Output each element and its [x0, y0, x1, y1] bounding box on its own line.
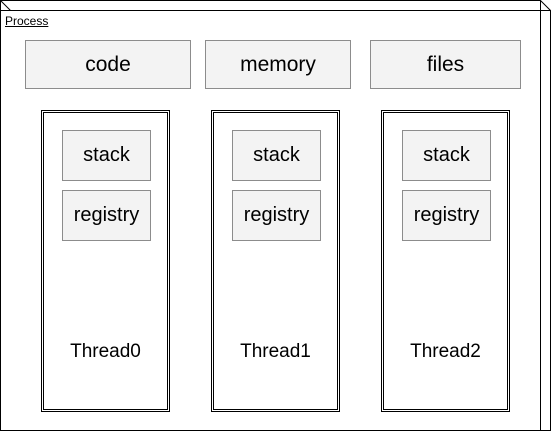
- process-label: Process: [5, 14, 49, 28]
- files-box-label: files: [426, 52, 465, 76]
- thread-2-label: Thread2: [410, 341, 481, 362]
- thread-2-registry: registry: [402, 190, 491, 241]
- thread-1-box: stack registry Thread1: [211, 110, 340, 412]
- code-box-label: code: [85, 52, 131, 76]
- thread-2-box: stack registry Thread2: [381, 110, 510, 412]
- thread-1-registry: registry: [232, 190, 321, 241]
- registry-label: registry: [413, 204, 480, 226]
- stack-label: stack: [423, 144, 470, 166]
- stack-label: stack: [253, 144, 300, 166]
- memory-box: memory: [205, 40, 351, 89]
- thread-0-box: stack registry Thread0: [41, 110, 170, 412]
- thread-0-label: Thread0: [70, 341, 141, 362]
- registry-label: registry: [73, 204, 140, 226]
- thread-0-registry: registry: [62, 190, 151, 241]
- memory-box-label: memory: [240, 52, 316, 76]
- thread-2-stack: stack: [402, 130, 491, 181]
- code-box: code: [25, 40, 191, 89]
- thread-1-stack: stack: [232, 130, 321, 181]
- thread-0-stack: stack: [62, 130, 151, 181]
- stack-label: stack: [83, 144, 130, 166]
- thread-1-label: Thread1: [240, 341, 311, 362]
- files-box: files: [370, 40, 521, 89]
- registry-label: registry: [243, 204, 310, 226]
